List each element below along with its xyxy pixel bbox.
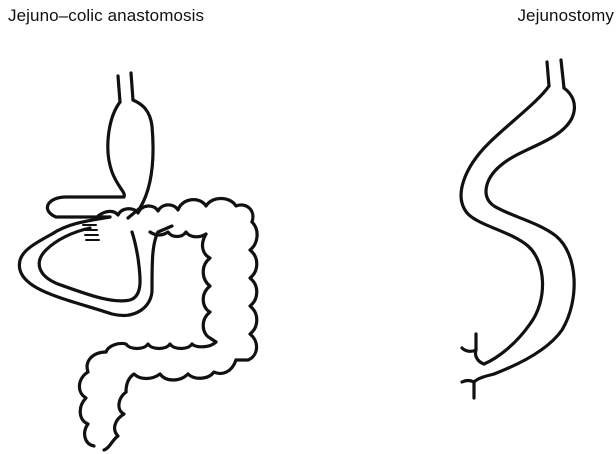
jejunostomy-illustration	[461, 60, 574, 398]
stomach-left	[47, 73, 153, 218]
colon	[79, 199, 257, 451]
jejunostomy-stoma	[462, 334, 494, 398]
stomach-right	[461, 60, 574, 374]
jejuno-colic-illustration	[19, 73, 257, 450]
